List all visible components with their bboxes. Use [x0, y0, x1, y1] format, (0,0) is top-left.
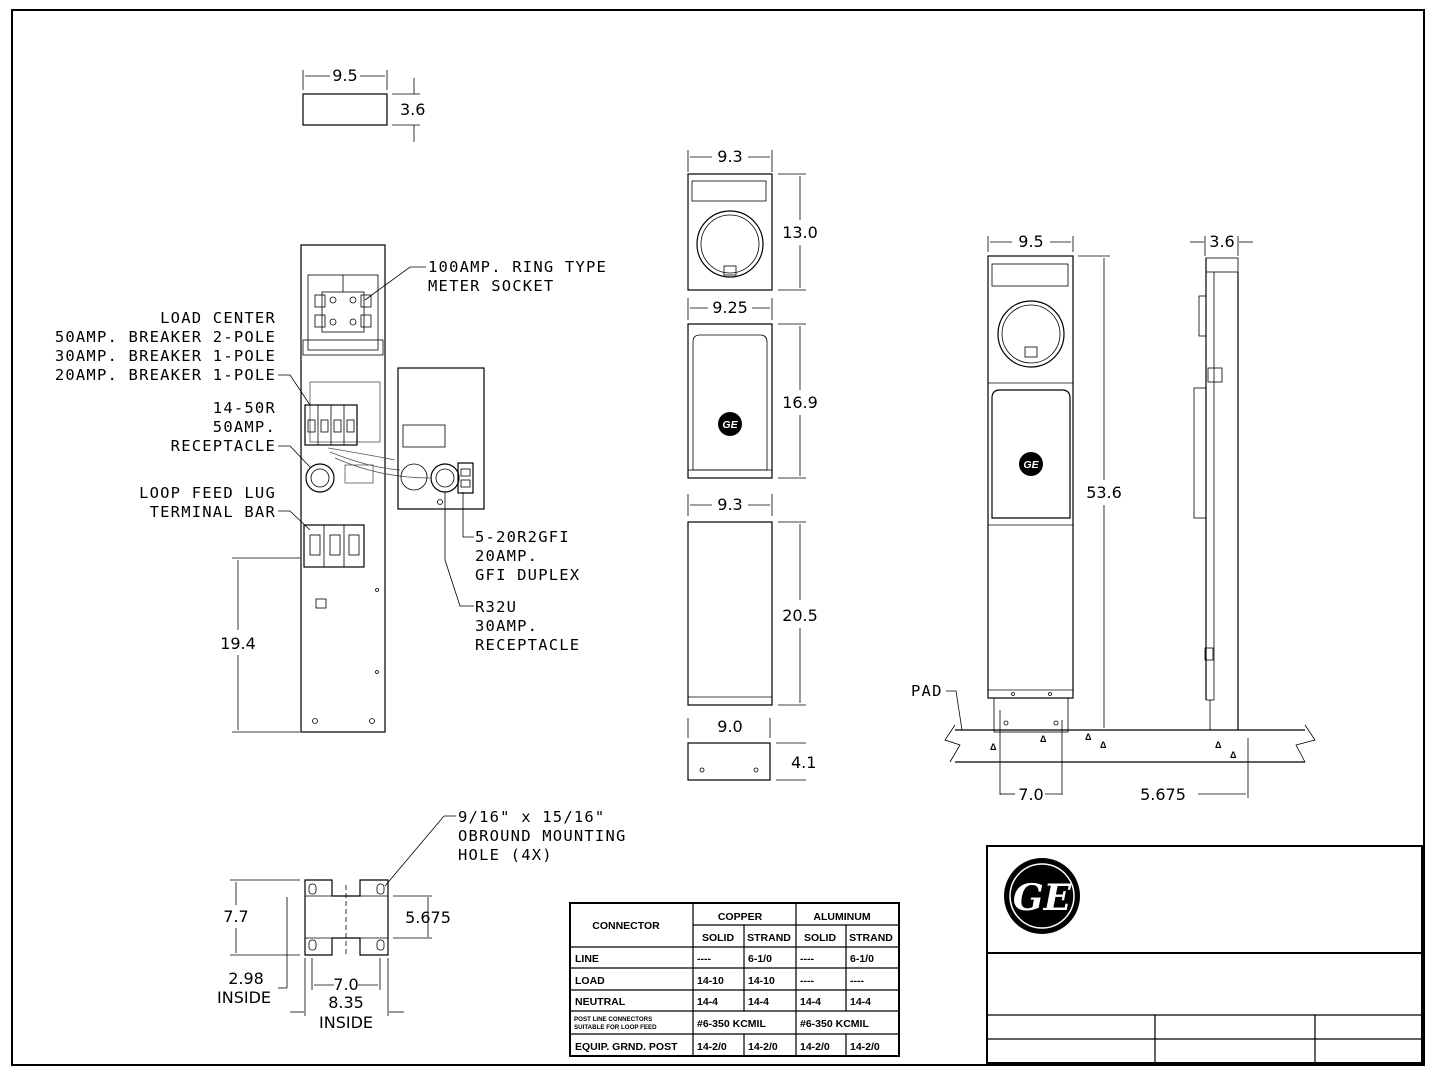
label-gfi-2: 20AMP. — [475, 547, 538, 565]
dim-front-mid-width: 9.25 — [712, 298, 748, 317]
label-meter-socket-2: METER SOCKET — [428, 277, 554, 295]
row-post-cu: #6-350 KCMIL — [697, 1018, 766, 1030]
dim-front-low-width: 9.3 — [717, 495, 742, 514]
label-rec50-2: 50AMP. — [213, 418, 276, 436]
dim-front-mid-height: 16.9 — [782, 393, 818, 412]
row-grnd-name: EQUIP. GRND. POST — [575, 1041, 678, 1053]
svg-text:Δ: Δ — [1040, 734, 1047, 744]
row-neutral-al-solid: 14-4 — [800, 996, 821, 1008]
row-post-name-1: POST LINE CONNECTORS — [574, 1016, 652, 1023]
dim-top-depth: 3.6 — [400, 100, 425, 119]
dim-post-spacing: 7.0 — [1018, 785, 1043, 804]
label-gfi-3: GFI DUPLEX — [475, 566, 580, 584]
th-al-strand: STRAND — [849, 932, 893, 944]
dim-top-width: 9.5 — [332, 66, 357, 85]
dim-front-top-height: 13.0 — [782, 223, 818, 242]
label-loop-feed-1: LOOP FEED LUG — [139, 484, 276, 502]
svg-text:Δ: Δ — [990, 742, 997, 752]
logo-small-elev: GE — [1023, 459, 1039, 471]
label-load-center-4: 20AMP. BREAKER 1-POLE — [55, 366, 276, 384]
svg-text:Δ: Δ — [1215, 740, 1222, 750]
top-view: 9.5 3.6 — [302, 66, 425, 142]
interior-view: 19.4 — [220, 244, 485, 733]
label-mount-2: OBROUND MOUNTING — [458, 827, 627, 845]
title-block: GE — [986, 845, 1423, 1064]
label-rec50-1: 14-50R — [213, 399, 276, 417]
th-aluminum: ALUMINUM — [813, 911, 870, 923]
label-loop-feed-2: TERMINAL BAR — [150, 503, 276, 521]
logo-small-mid: GE — [722, 419, 738, 431]
row-load-cu-strand: 14-10 — [748, 975, 775, 987]
row-grnd-al-solid: 14-2/0 — [800, 1041, 830, 1053]
dim-base-height: 4.1 — [791, 753, 816, 772]
svg-text:Δ: Δ — [1085, 732, 1092, 742]
label-r32u-2: 30AMP. — [475, 617, 538, 635]
th-al-solid: SOLID — [804, 932, 837, 944]
label-gfi-1: 5-20R2GFI — [475, 528, 570, 546]
dim-side-width: 9.5 — [1018, 232, 1043, 251]
label-load-center-3: 30AMP. BREAKER 1-POLE — [55, 347, 276, 365]
dim-mount-height: 7.7 — [223, 907, 248, 926]
row-post-al: #6-350 KCMIL — [800, 1018, 869, 1030]
label-meter-socket-1: 100AMP. RING TYPE — [428, 258, 607, 276]
dim-mount-inside-b-note: INSIDE — [319, 1013, 373, 1032]
row-neutral-al-strand: 14-4 — [850, 996, 871, 1008]
interior-labels: 100AMP. RING TYPE METER SOCKET LOAD CENT… — [55, 258, 607, 654]
row-neutral-cu-strand: 14-4 — [748, 996, 769, 1008]
dim-front-top-width: 9.3 — [717, 147, 742, 166]
label-mount-3: HOLE (4X) — [458, 846, 553, 864]
dim-interior-height: 19.4 — [220, 634, 256, 653]
ge-logo-text: GE — [1013, 877, 1072, 919]
row-line-al-strand: 6-1/0 — [850, 953, 874, 965]
ge-logo-icon: GE — [1004, 858, 1080, 934]
row-load-al-strand: ---- — [850, 975, 864, 987]
dim-mount-spacing: 7.0 — [333, 975, 358, 994]
dim-mount-inside-b: 8.35 — [328, 993, 364, 1012]
label-load-center-2: 50AMP. BREAKER 2-POLE — [55, 328, 276, 346]
th-connector: CONNECTOR — [592, 920, 660, 932]
row-line-cu-solid: ---- — [697, 953, 711, 965]
svg-text:Δ: Δ — [1230, 750, 1237, 760]
dim-mount-inside-a-note: INSIDE — [217, 988, 271, 1007]
row-grnd-cu-solid: 14-2/0 — [697, 1041, 727, 1053]
connector-table: CONNECTOR COPPER ALUMINUM SOLID STRAND S… — [569, 902, 900, 1057]
front-sections: 9.3 13.0 9.25 GE 16.9 9.3 — [687, 147, 818, 781]
row-line-al-solid: ---- — [800, 953, 814, 965]
sheet-border — [11, 9, 1425, 1066]
dim-mount-inside-a: 2.98 — [228, 969, 264, 988]
label-mount-1: 9/16" x 15/16" — [458, 808, 605, 826]
row-grnd-al-strand: 14-2/0 — [850, 1041, 880, 1053]
dim-side-depth: 3.6 — [1209, 232, 1234, 251]
th-cu-solid: SOLID — [702, 932, 735, 944]
row-load-cu-solid: 14-10 — [697, 975, 724, 987]
dim-overall-height: 53.6 — [1086, 483, 1122, 502]
label-rec50-3: RECEPTACLE — [171, 437, 276, 455]
dim-front-low-height: 20.5 — [782, 606, 818, 625]
label-r32u-1: R32U — [475, 598, 517, 616]
th-copper: COPPER — [718, 911, 763, 923]
row-load-name: LOAD — [575, 975, 605, 987]
row-line-name: LINE — [575, 953, 599, 965]
dim-mount-slot: 5.675 — [405, 908, 451, 927]
label-load-center-1: LOAD CENTER — [160, 309, 276, 327]
row-neutral-name: NEUTRAL — [575, 996, 626, 1008]
svg-text:Δ: Δ — [1100, 740, 1107, 750]
row-grnd-cu-strand: 14-2/0 — [748, 1041, 778, 1053]
label-pad: PAD — [911, 682, 943, 700]
row-line-cu-strand: 6-1/0 — [748, 953, 772, 965]
row-neutral-cu-solid: 14-4 — [697, 996, 718, 1008]
mounting-detail: 9/16" x 15/16" OBROUND MOUNTING HOLE (4X… — [217, 808, 627, 1032]
row-post-name-2: SUITABLE FOR LOOP FEED — [574, 1024, 657, 1031]
front-elevation: 9.5 GE 3.6 53.6 — [911, 232, 1316, 804]
dim-base-width: 9.0 — [717, 717, 742, 736]
row-load-al-solid: ---- — [800, 975, 814, 987]
th-cu-strand: STRAND — [747, 932, 791, 944]
label-r32u-3: RECEPTACLE — [475, 636, 580, 654]
dim-post-offset: 5.675 — [1140, 785, 1186, 804]
